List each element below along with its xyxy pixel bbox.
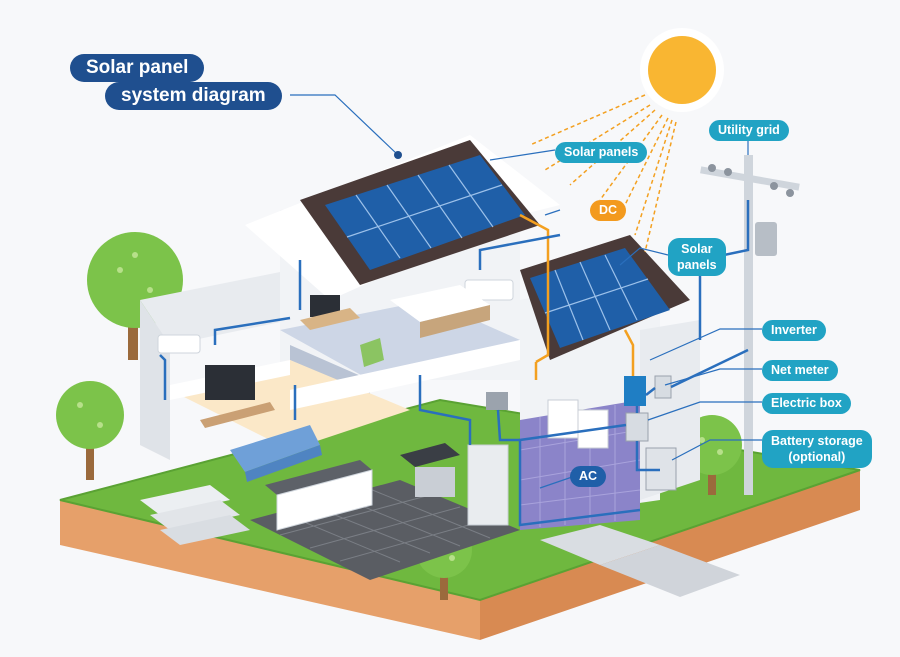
label-electric-box: Electric box — [762, 393, 851, 414]
title-line-2: system diagram — [105, 82, 282, 110]
net-meter-box — [654, 375, 672, 399]
label-solar-panels-small: Solar panels — [668, 238, 726, 276]
electrical-devices — [624, 375, 677, 491]
title-line-1: Solar panel — [70, 54, 205, 82]
sun-rays — [529, 94, 677, 253]
utility-pole — [700, 155, 800, 495]
title-pointer-dot — [394, 151, 402, 159]
label-utility-grid: Utility grid — [709, 120, 789, 141]
furniture — [157, 279, 609, 531]
label-solar-panels-small-line1: Solar — [681, 242, 713, 256]
tree-left-small — [56, 381, 124, 480]
label-net-meter: Net meter — [762, 360, 838, 381]
inverter-box — [624, 376, 646, 406]
leader-lines — [290, 94, 762, 489]
label-battery-line2: (optional) — [788, 450, 846, 464]
label-dc: DC — [590, 200, 627, 221]
label-battery-line1: Battery storage — [771, 434, 863, 448]
label-solar-panels-main: Solar panels — [555, 142, 648, 163]
annex-roof — [520, 235, 690, 360]
sun-icon — [640, 28, 724, 112]
label-inverter: Inverter — [762, 320, 826, 341]
label-ac: AC — [570, 466, 607, 487]
label-solar-panels-small-line2: panels — [677, 258, 717, 272]
main-roof — [245, 135, 560, 300]
label-battery-storage: Battery storage (optional) — [762, 430, 872, 468]
electric-box-unit — [625, 412, 649, 442]
